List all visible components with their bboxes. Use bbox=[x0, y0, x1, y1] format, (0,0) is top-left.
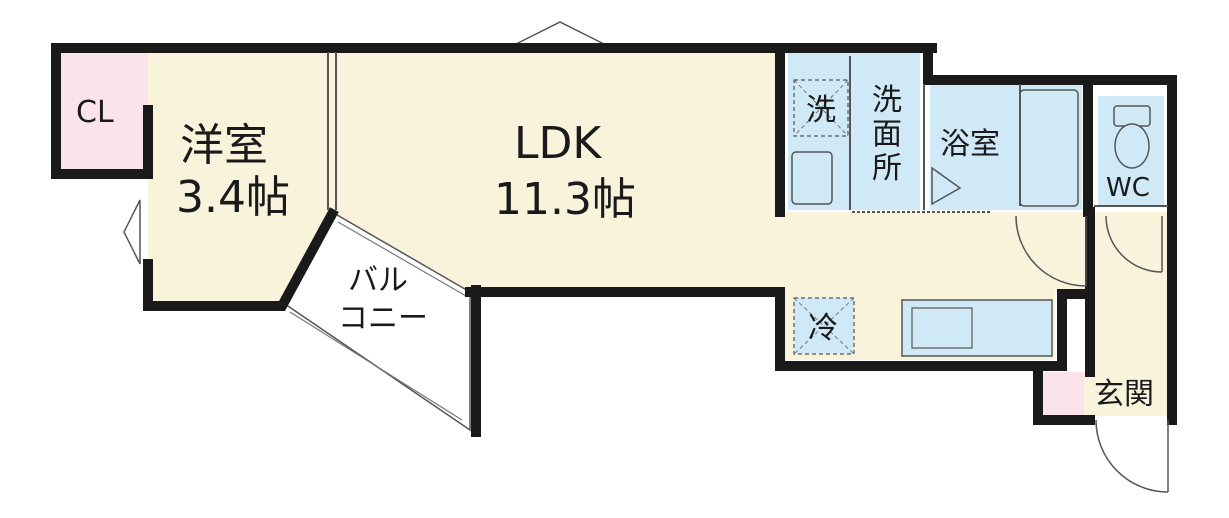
left-window bbox=[123, 199, 141, 265]
toilet-tank bbox=[1113, 105, 1151, 127]
balcony-label-line2: コニー bbox=[338, 301, 428, 336]
entrance-storage bbox=[1042, 372, 1084, 416]
closet-area bbox=[60, 52, 148, 170]
kitchen-sink bbox=[911, 307, 973, 349]
closet-label: CL bbox=[76, 95, 114, 130]
balcony-rail-line bbox=[337, 221, 467, 297]
fridge-mark: 冷 bbox=[808, 311, 838, 346]
fridge-space bbox=[793, 297, 855, 355]
western-room-size: 3.4帖 bbox=[176, 172, 290, 223]
top-window bbox=[511, 21, 609, 47]
ldk-name: LDK bbox=[514, 118, 602, 169]
washer-cross-2 bbox=[793, 79, 849, 137]
western-room-floor bbox=[148, 52, 332, 302]
western-room-name: 洋室 bbox=[180, 120, 268, 171]
ldk-size: 11.3帖 bbox=[494, 174, 636, 225]
balcony-inner-line bbox=[289, 311, 463, 421]
entrance-label: 玄関 bbox=[1094, 377, 1154, 412]
bathtub bbox=[1019, 89, 1079, 207]
washroom-label-1: 洗 bbox=[872, 83, 902, 118]
toilet-bowl bbox=[1114, 123, 1150, 169]
wash-basin bbox=[791, 151, 833, 205]
bathroom-label: 浴室 bbox=[940, 127, 1000, 162]
door-swings bbox=[931, 166, 1169, 493]
entrance-corridor-floor bbox=[1090, 212, 1168, 372]
washroom-label-2: 面 bbox=[872, 117, 902, 152]
walls bbox=[51, 43, 1177, 437]
toilet-label: WC bbox=[1106, 173, 1150, 203]
washroom-label-3: 所 bbox=[872, 151, 902, 186]
washer-mark: 洗 bbox=[806, 93, 836, 128]
balcony-label-line1: バル bbox=[348, 263, 408, 298]
partitions bbox=[327, 52, 1168, 213]
ldk-floor bbox=[332, 52, 1090, 360]
